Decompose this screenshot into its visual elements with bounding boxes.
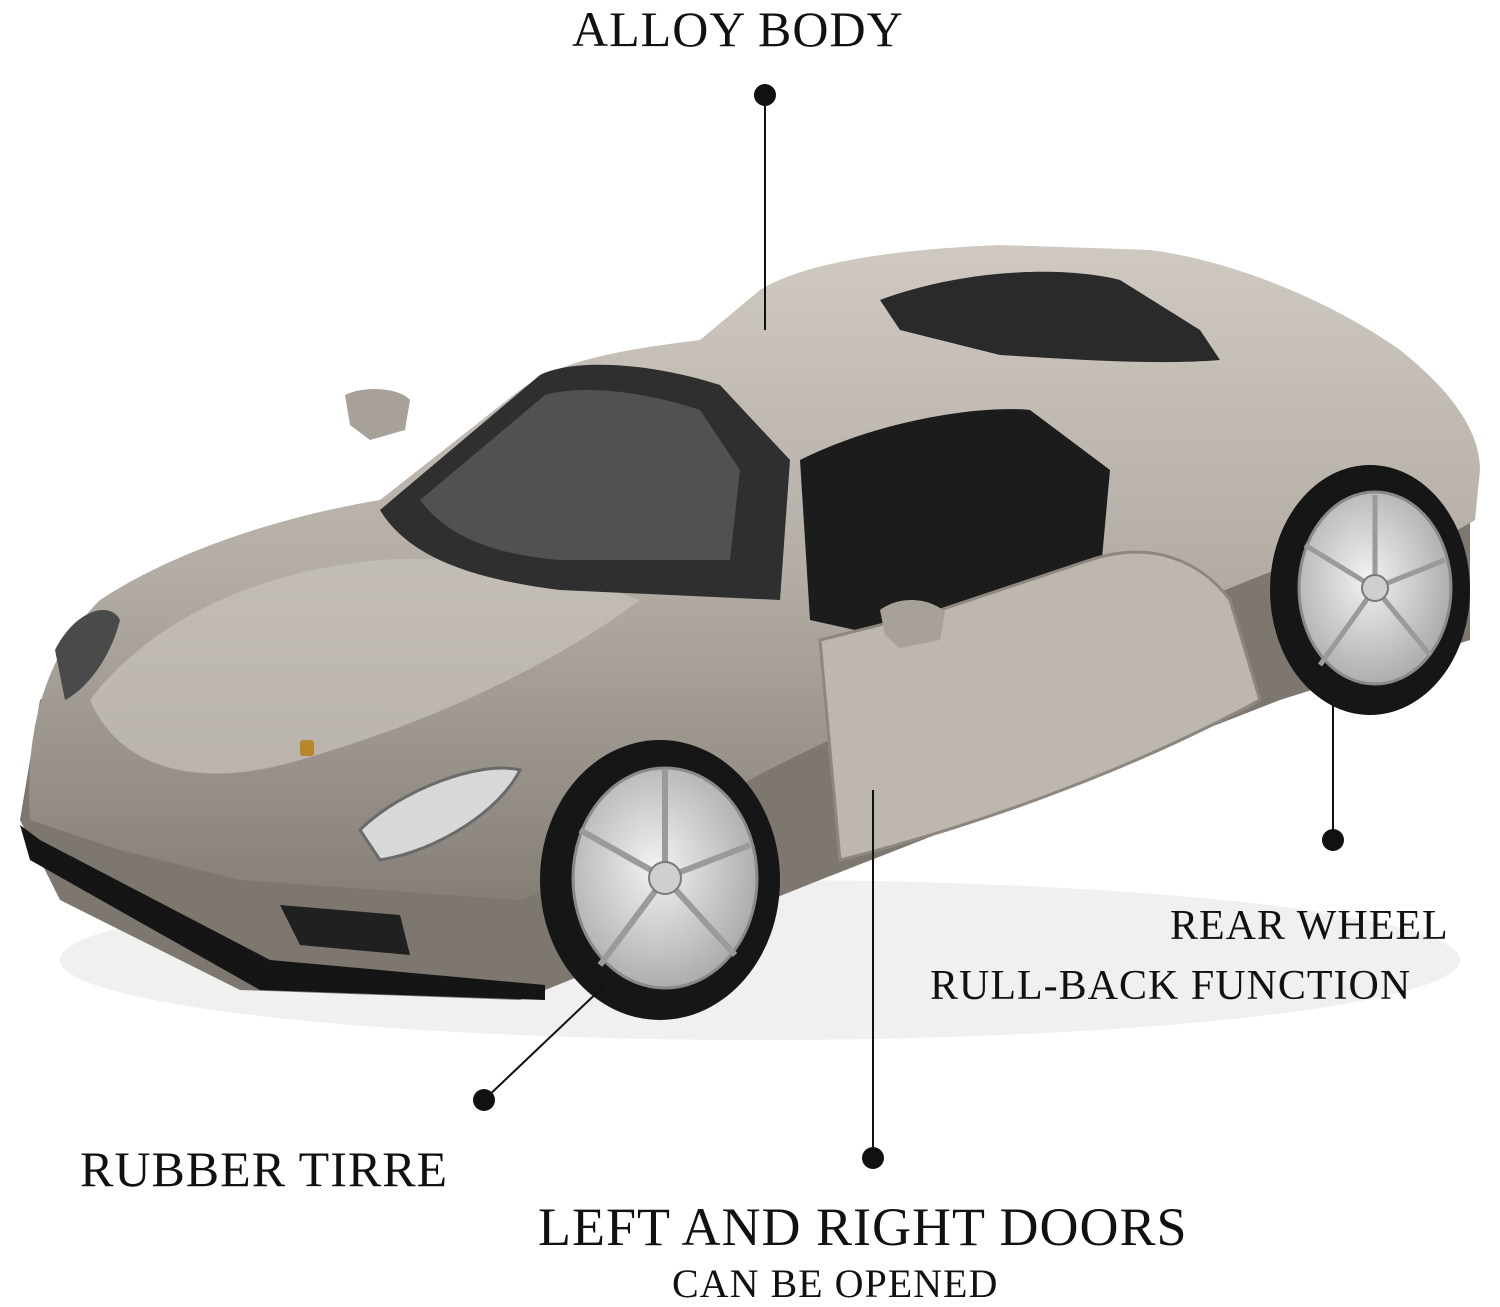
rear-wheel	[1270, 465, 1470, 715]
doors-opened-label: CAN BE OPENED	[672, 1261, 999, 1306]
side-mirror-right	[880, 600, 945, 648]
windshield-glare	[420, 390, 740, 560]
callout-pointers	[473, 84, 1344, 1169]
engine-cover	[880, 271, 1220, 363]
pull-back-function-label: RULL-BACK FUNCTION	[930, 963, 1412, 1009]
front-wheel	[540, 740, 780, 1020]
side-mirror-left	[345, 388, 410, 440]
alloy-body-label: ALLOY BODY	[572, 1, 904, 57]
rear-wheel-pointer	[1322, 705, 1344, 851]
side-headlight	[358, 766, 523, 862]
hood-highlight	[90, 559, 640, 774]
car-model	[20, 245, 1481, 1040]
headlight	[55, 610, 120, 700]
rubber-tire-label: RUBBER TIRRE	[80, 1141, 449, 1197]
front-spoiler	[20, 825, 545, 1000]
front-grille	[280, 905, 410, 955]
rubber-tire-pointer	[473, 984, 606, 1111]
doors-label: LEFT AND RIGHT DOORS	[538, 1197, 1188, 1257]
brand-badge	[300, 740, 314, 756]
alloy-body-pointer	[754, 84, 776, 330]
doors-pointer	[862, 790, 884, 1169]
rear-wheel-label: REAR WHEEL	[1170, 903, 1449, 949]
